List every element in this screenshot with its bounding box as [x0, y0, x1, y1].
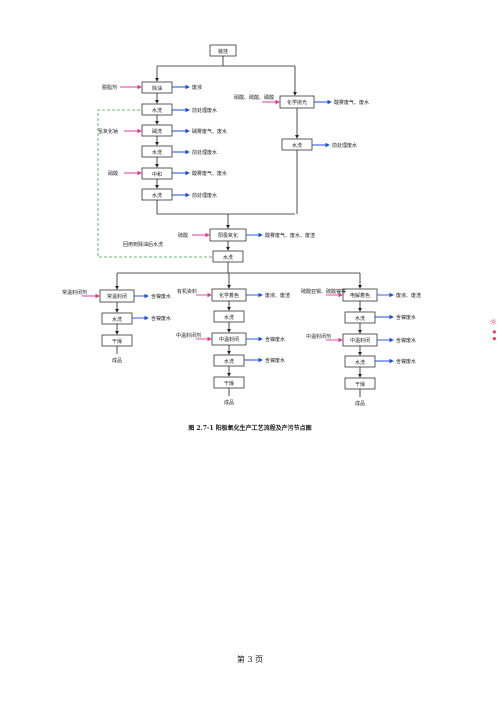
node-mid-wash1: 水洗	[213, 310, 245, 323]
node-right-dye: 电解着色	[342, 288, 378, 302]
node-chempolish: 化学抛光	[279, 95, 315, 109]
svg-text:水洗: 水洗	[224, 314, 234, 321]
input-left-seal-agent: 常温封闭剂	[62, 289, 87, 296]
output-neutral: 酸雾废气、废水	[192, 170, 227, 177]
node-raw: 装挂	[209, 44, 237, 57]
svg-text:常温封闭: 常温封闭	[107, 293, 127, 300]
node-alkali: 碱洗	[141, 124, 173, 137]
output-right-wash1: 含镍废水	[396, 314, 416, 321]
node-wash1: 水洗	[141, 103, 173, 116]
svg-text:中温封闭: 中温封闭	[219, 336, 239, 343]
node-mid-seal: 中温封闭	[211, 332, 247, 346]
node-wash2: 水洗	[141, 145, 173, 158]
output-wash3: 前处理废水	[192, 192, 217, 199]
output-left-wash: 含镍废水	[151, 315, 171, 322]
left-product: 成品	[112, 357, 122, 364]
node-left-seal: 常温封闭	[99, 289, 135, 303]
node-anodize: 阳极氧化	[209, 228, 247, 242]
output-wash1: 前处理废水	[192, 107, 217, 114]
svg-text:水洗: 水洗	[152, 192, 162, 199]
output-right-dye: 废液、废渣	[396, 292, 421, 299]
input-right-seal-agent: 中温封闭剂	[306, 333, 331, 340]
output-wash-cp: 前处理废水	[332, 142, 357, 149]
svg-text:水洗: 水洗	[152, 149, 162, 156]
svg-text:阳极氧化: 阳极氧化	[218, 232, 238, 239]
svg-text:水洗: 水洗	[292, 142, 302, 149]
node-right-seal: 中温封闭	[342, 333, 378, 347]
svg-text:电解着色: 电解着色	[350, 292, 370, 299]
page-number: 第 3 页	[236, 655, 264, 664]
input-naoh: 氢氧化钠	[98, 128, 118, 135]
red-seal-stamp: ☼••	[488, 318, 498, 343]
svg-text:中温封闭: 中温封闭	[350, 337, 370, 344]
node-left-dry: 干燥	[101, 334, 133, 347]
node-right-wash2: 水洗	[344, 355, 376, 368]
output-left-seal: 含镍废水	[151, 293, 171, 300]
node-right-dry: 干燥	[344, 377, 376, 390]
node-mid-dye: 化学着色	[211, 288, 247, 302]
svg-text:化学着色: 化学着色	[219, 292, 239, 299]
output-mid-dye: 废液、废渣	[265, 292, 290, 299]
input-recycle: 回用到除油后水洗	[123, 241, 163, 248]
svg-text:干燥: 干燥	[224, 380, 234, 387]
node-degrease: 除油	[141, 81, 173, 94]
svg-text:化学抛光: 化学抛光	[287, 99, 307, 106]
output-degrease: 废液	[192, 84, 202, 91]
output-anodize: 酸雾废气、废水、废渣	[265, 232, 315, 239]
svg-text:水洗: 水洗	[223, 254, 233, 261]
svg-text:装挂: 装挂	[218, 48, 228, 55]
output-alkali: 碱雾废气、废水	[192, 128, 227, 135]
svg-text:水洗: 水洗	[224, 358, 234, 365]
node-neutral: 中和	[141, 167, 173, 180]
input-mid-seal-agent: 中温封闭剂	[176, 332, 201, 339]
output-chempolish: 酸雾废气、废水	[334, 99, 369, 106]
node-mid-dry: 干燥	[213, 376, 245, 389]
node-right-wash1: 水洗	[344, 311, 376, 324]
svg-text:水洗: 水洗	[355, 315, 365, 322]
input-sulfuric: 硫酸	[178, 232, 188, 239]
right-product: 成品	[355, 400, 365, 407]
input-nitric: 硝酸	[108, 170, 118, 177]
svg-text:中和: 中和	[152, 171, 162, 178]
svg-text:干燥: 干燥	[355, 381, 365, 388]
svg-text:水洗: 水洗	[355, 359, 365, 366]
svg-text:干燥: 干燥	[112, 338, 122, 345]
input-mid-dye-agent: 有机染料	[177, 288, 197, 295]
figure-caption: 图 2.7-1 阳极氧化生产工艺流程及产污节点图	[188, 425, 312, 432]
input-right-dye-agent: 硫酸亚锡、硫酸镍等	[301, 288, 346, 295]
node-wash3: 水洗	[141, 188, 173, 201]
node-wash-a: 水洗	[212, 250, 244, 263]
node-mid-wash2: 水洗	[213, 354, 245, 367]
node-wash-cp: 水洗	[281, 138, 313, 151]
svg-text:碱洗: 碱洗	[152, 128, 162, 135]
svg-text:水洗: 水洗	[152, 107, 162, 114]
svg-text:水洗: 水洗	[112, 316, 122, 323]
output-mid-wash2: 含镍废水	[265, 357, 285, 364]
output-right-wash2: 含镍废水	[396, 358, 416, 365]
node-left-wash: 水洗	[101, 312, 133, 325]
output-right-seal: 含镍废水	[396, 337, 416, 344]
input-degreaser: 脱脂剂	[102, 84, 117, 91]
output-mid-seal: 含镍废水	[265, 336, 285, 343]
recycle-line	[97, 109, 212, 258]
svg-text:除油: 除油	[152, 85, 162, 92]
mid-product: 成品	[224, 399, 234, 406]
output-wash2: 前处理废水	[192, 149, 217, 156]
input-cp-acids: 硝酸、硫酸、磷酸	[234, 94, 274, 101]
